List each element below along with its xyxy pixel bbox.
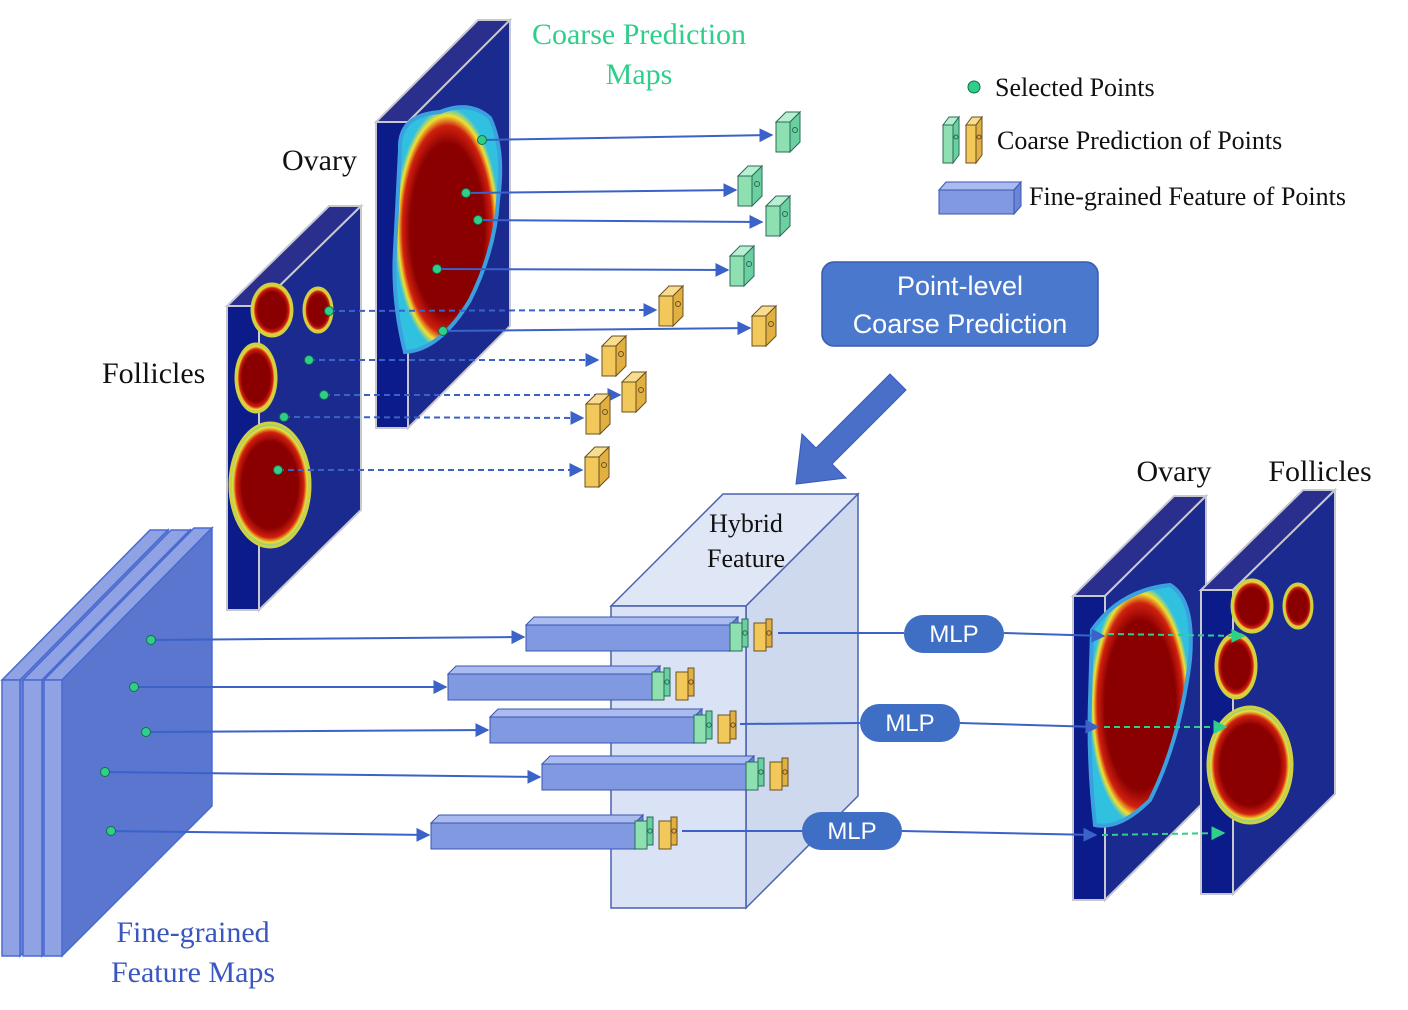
follicle-coarse-cubes bbox=[583, 284, 778, 489]
follicles-coarse-map bbox=[224, 203, 364, 613]
ovary-coarse-map bbox=[373, 17, 513, 431]
fine-point-arrows bbox=[104, 630, 542, 842]
fine-maps-label-1: Fine-grained bbox=[116, 916, 269, 949]
selected-points-top bbox=[273, 135, 487, 475]
legend-fine-feature: Fine-grained Feature of Points bbox=[1029, 182, 1346, 211]
fine-grained-feature-maps bbox=[0, 526, 214, 958]
coarse-maps-label-2: Maps bbox=[606, 58, 673, 91]
svg-text:MLP: MLP bbox=[929, 621, 978, 648]
coarse-maps-label: Coarse Prediction bbox=[532, 18, 746, 51]
mlp-arrows bbox=[682, 628, 1106, 842]
svg-text:MLP: MLP bbox=[885, 710, 934, 737]
ovary-coarse-cubes bbox=[728, 110, 802, 288]
hybrid-label-1: Hybrid bbox=[709, 509, 783, 538]
follicles-output-map bbox=[1198, 487, 1338, 897]
selected-points-fine bbox=[100, 635, 156, 836]
legend-fine-icon bbox=[937, 180, 1023, 216]
point-level-coarse-box: Point-level Coarse Prediction bbox=[821, 261, 1099, 347]
mlp-block-2: MLP bbox=[860, 704, 960, 742]
hybrid-feature-bars bbox=[429, 615, 789, 851]
svg-text:Coarse Prediction: Coarse Prediction bbox=[853, 309, 1068, 339]
legend-point-icon bbox=[967, 80, 981, 94]
legend: Selected Points Coarse Prediction of Poi… bbox=[937, 73, 1346, 216]
follicles-top-label: Follicles bbox=[102, 357, 205, 390]
svg-text:MLP: MLP bbox=[827, 818, 876, 845]
mlp-block-3: MLP bbox=[802, 812, 902, 850]
ovary-point-arrows bbox=[436, 128, 774, 336]
fine-maps-label-2: Feature Maps bbox=[111, 956, 275, 989]
ovary-output-label: Ovary bbox=[1137, 455, 1212, 488]
legend-selected-points: Selected Points bbox=[995, 73, 1155, 102]
output-green-arrows bbox=[1101, 628, 1246, 841]
ovary-top-label: Ovary bbox=[282, 144, 357, 177]
follicle-point-arrows bbox=[278, 303, 658, 477]
svg-text:Point-level: Point-level bbox=[897, 271, 1023, 301]
mlp-block-1: MLP bbox=[904, 615, 1004, 653]
hybrid-label-2: Feature bbox=[707, 544, 785, 573]
legend-coarse-prediction: Coarse Prediction of Points bbox=[997, 126, 1282, 155]
follicles-output-label: Follicles bbox=[1268, 455, 1371, 488]
ovary-output-map bbox=[1070, 493, 1209, 903]
big-down-arrow bbox=[795, 373, 907, 485]
legend-coarse-icon bbox=[942, 115, 983, 165]
